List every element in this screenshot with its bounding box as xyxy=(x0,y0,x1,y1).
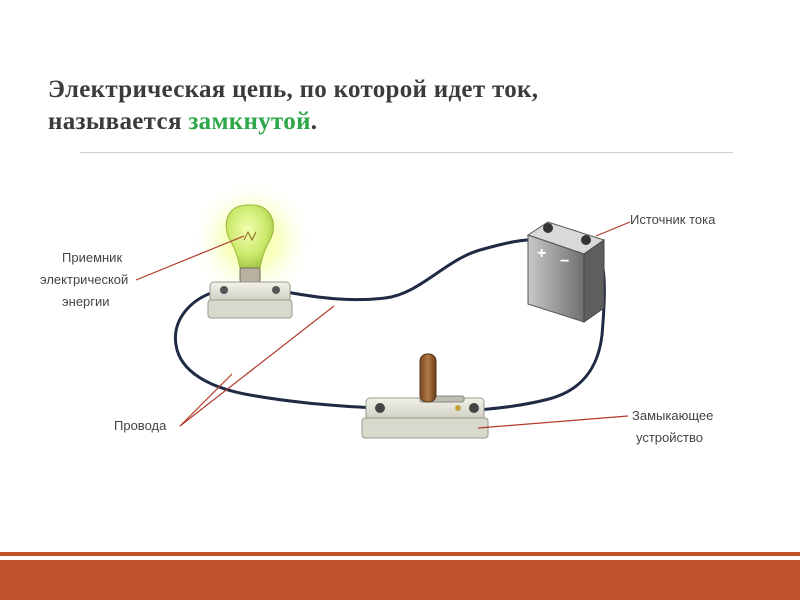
wire-top xyxy=(284,238,547,302)
bulb-filament xyxy=(243,230,257,242)
switch-handle xyxy=(419,353,437,403)
footer-accent-line xyxy=(0,552,800,556)
lamp xyxy=(207,204,293,319)
title-accent-word: замкнутой xyxy=(188,108,311,135)
battery-plus-sign: + xyxy=(537,245,546,262)
label-receiver-line-1: Приемник xyxy=(62,250,122,265)
leader-lines xyxy=(135,221,631,429)
title-period: . xyxy=(310,108,318,135)
label-receiver-line-3: энергии xyxy=(62,294,110,309)
label-receiver-line-2: электрической xyxy=(40,272,128,287)
switch xyxy=(361,353,489,439)
label-switch-line-2: устройство xyxy=(636,430,703,445)
footer-bar xyxy=(0,560,800,600)
bulb-socket xyxy=(239,267,261,283)
wire-left xyxy=(173,290,374,410)
battery: + − xyxy=(526,221,606,323)
slide-title: Электрическая цепь, по которой идет ток,… xyxy=(48,74,748,138)
label-current-source: Источник тока xyxy=(630,212,716,227)
label-wires: Провода xyxy=(114,418,167,433)
title-line-1: Электрическая цепь, по которой идет ток, xyxy=(48,76,539,103)
title-divider xyxy=(80,152,733,153)
label-switch-line-1: Замыкающее xyxy=(632,408,713,423)
battery-minus-sign: − xyxy=(560,253,569,270)
title-line-2: называется xyxy=(48,108,189,135)
